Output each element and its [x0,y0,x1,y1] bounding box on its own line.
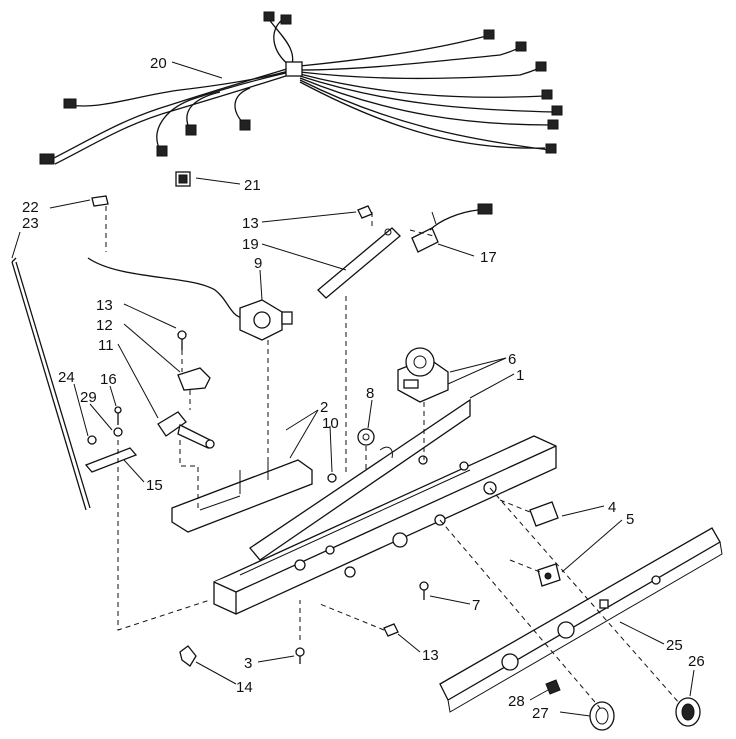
screw-13-top [357,205,373,219]
callout-19: 19 [242,236,259,253]
link-15 [84,406,138,473]
callout-21: 21 [244,177,261,194]
callout-9: 9 [254,255,262,272]
callout-28: 28 [508,693,525,710]
thermostat-9 [87,257,293,341]
switch-5 [537,563,561,587]
callout-1: 1 [516,367,524,384]
callout-labels: 20 21 22 23 13 19 17 9 13 12 11 24 16 29… [22,55,705,722]
callout-2: 2 [320,399,328,416]
alignment-lines [105,206,681,709]
clip-28 [545,679,561,695]
callout-11: 11 [98,337,114,354]
clip-21 [175,171,191,187]
callout-20: 20 [150,55,167,72]
callout-27: 27 [532,705,549,722]
knob-26 [675,697,701,727]
panel-25 [439,527,723,713]
callout-13-left: 13 [96,297,113,314]
callout-6: 6 [508,351,516,368]
callout-16: 16 [100,371,117,388]
callout-23: 23 [22,215,39,232]
screw-10 [327,473,337,483]
callout-25: 25 [666,637,683,654]
callout-24: 24 [58,369,75,386]
switch-4 [529,501,559,527]
callout-22: 22 [22,199,39,216]
bracket-12 [177,367,211,391]
clip-22 [91,195,109,207]
callout-26: 26 [688,653,705,670]
callout-12: 12 [96,317,113,334]
control-housing-1 [213,398,557,615]
knob-27 [589,701,615,731]
callout-4: 4 [608,499,616,516]
callout-7: 7 [472,597,480,614]
shaft-11 [157,411,215,449]
bracket-2 [171,458,313,533]
wire-harness [39,11,563,165]
callout-10: 10 [322,415,339,432]
callout-15: 15 [146,477,163,494]
callout-8: 8 [366,385,374,402]
callout-13-bottom: 13 [422,647,439,664]
sensor-19 [317,227,401,299]
callout-17: 17 [480,249,497,266]
callout-5: 5 [626,511,634,528]
callout-29: 29 [80,389,97,406]
rod-23 [11,257,91,511]
screw-7 [419,581,429,600]
screw-13-bottom [383,623,399,637]
callout-14: 14 [236,679,253,696]
leader-lines [11,61,695,717]
clip-14 [179,645,197,667]
callout-3: 3 [244,655,252,672]
grommet-8 [357,428,375,446]
control-6 [397,347,449,403]
plug-17 [411,203,493,253]
callout-13-top: 13 [242,215,259,232]
screw-3 [295,647,305,664]
screw-13-left [177,330,187,350]
